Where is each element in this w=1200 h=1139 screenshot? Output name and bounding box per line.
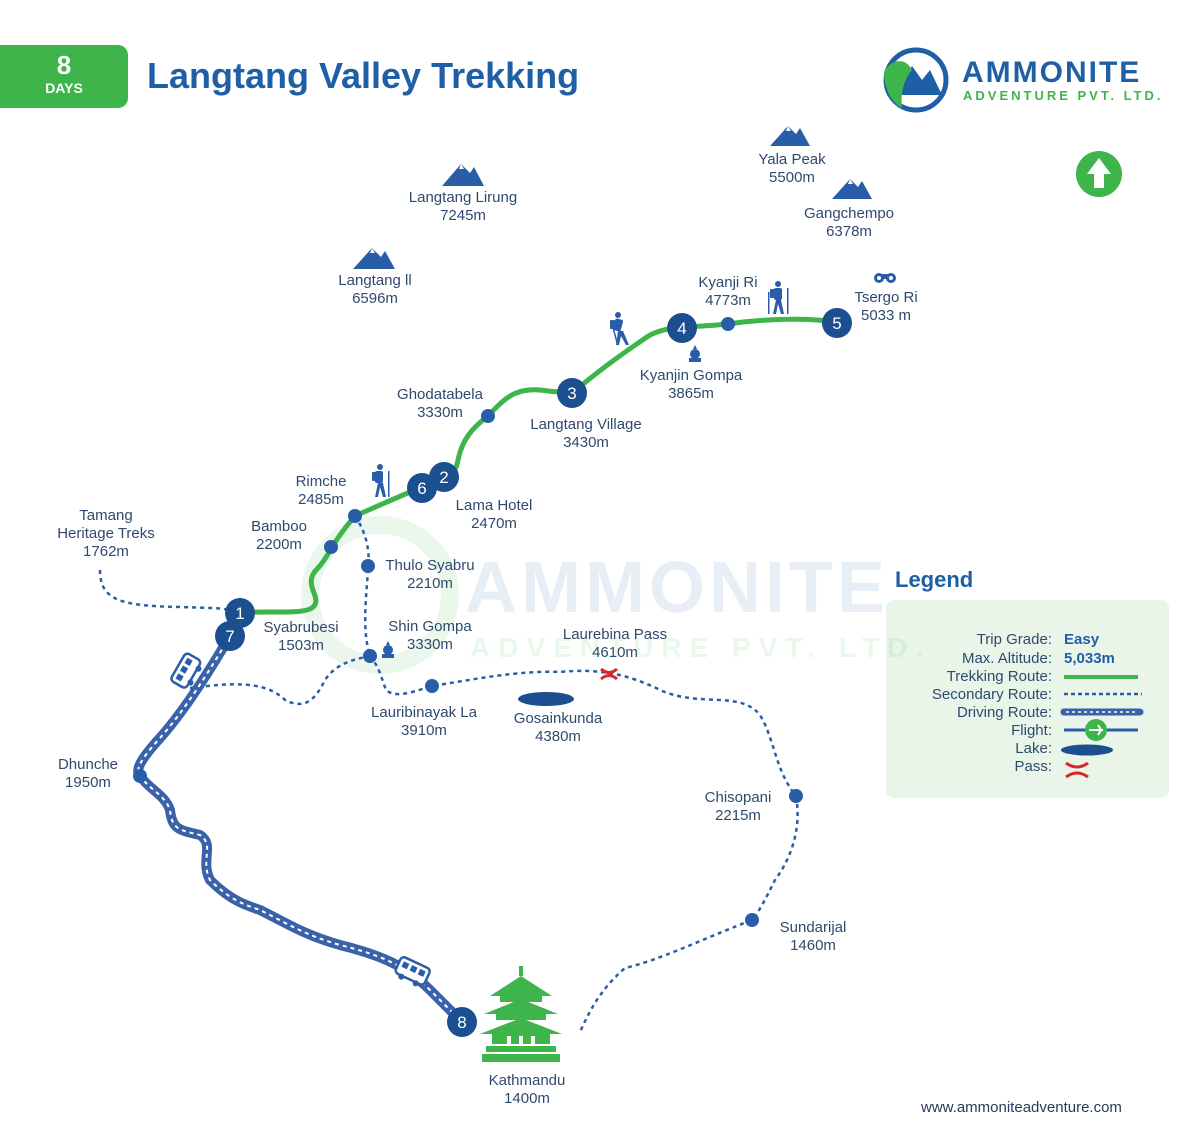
- legend-lake-icon: [1061, 744, 1113, 756]
- lauribinayak-dot: [425, 679, 439, 693]
- tamang-route: [98, 569, 241, 615]
- svg-text:2: 2: [439, 468, 448, 487]
- days-number: 8: [56, 50, 72, 80]
- legend-symbols: [1060, 675, 1144, 779]
- bamboo-dot: [324, 540, 338, 554]
- temple-icon: [480, 966, 562, 1062]
- day-marker-4: 4: [667, 313, 697, 343]
- gompa-icon-kyanjin: [689, 345, 701, 362]
- brand-subtitle: ADVENTURE PVT. LTD.: [963, 88, 1164, 103]
- ghodatabela-dot: [481, 409, 495, 423]
- dhunche-shin-route: [189, 654, 371, 706]
- day-marker-3: 3: [557, 378, 587, 408]
- watermark-name: AMMONITE: [465, 548, 889, 628]
- binoculars-icon: [874, 273, 896, 283]
- hiker-icon-1: [372, 464, 390, 497]
- svg-text:8: 8: [457, 1013, 466, 1032]
- mountain-icon-langtang2: [353, 248, 395, 269]
- hiker-icon-2: [610, 312, 629, 345]
- driving-route: [133, 631, 467, 1027]
- hiker-icon-3: [768, 281, 789, 314]
- legend-lake-label: Lake:: [1015, 740, 1052, 757]
- day-markers: 1 7 6 2 3 4 5 8: [215, 308, 852, 1037]
- bus-icon-1: [170, 652, 202, 689]
- watermark: AMMONITE ADVENTURE PVT. LTD.: [301, 516, 931, 674]
- page-title: Langtang Valley Trekking: [147, 55, 580, 96]
- gompa-icon-shin: [382, 641, 394, 658]
- legend-max-alt-label: Max. Altitude:: [961, 650, 1052, 667]
- days-badge: 8 DAYS: [0, 45, 128, 108]
- day-marker-5: 5: [822, 308, 852, 338]
- legend-title: Legend: [895, 567, 974, 592]
- gosainkunda-route: [369, 655, 797, 797]
- shin-dot: [363, 649, 377, 663]
- watermark-logo-icon: [301, 516, 459, 674]
- svg-text:5: 5: [832, 314, 841, 333]
- svg-text:1: 1: [235, 604, 244, 623]
- legend-trip-grade-label: Trip Grade:: [976, 631, 1052, 648]
- svg-text:3: 3: [567, 384, 576, 403]
- svg-text:7: 7: [225, 627, 234, 646]
- legend-trip-grade-value: Easy: [1064, 631, 1100, 648]
- kyanjiri-dot: [721, 317, 735, 331]
- rimche-dot: [348, 509, 362, 523]
- route-dots: [133, 317, 803, 927]
- legend-secondary-label: Secondary Route:: [931, 686, 1052, 703]
- website-link[interactable]: www.ammoniteadventure.com: [921, 1099, 1122, 1116]
- legend-driving-label: Driving Route:: [956, 704, 1052, 721]
- mountain-icon-gangchempo: [832, 179, 872, 199]
- legend-flight-label: Flight:: [1011, 722, 1052, 739]
- day-marker-2: 2: [429, 462, 459, 492]
- brand-name: AMMONITE: [962, 56, 1142, 89]
- legend-max-alt-value: 5,033m: [1064, 650, 1115, 667]
- chisopani-route: [578, 795, 799, 1033]
- days-label: DAYS: [45, 80, 83, 96]
- day-marker-8: 8: [447, 1007, 477, 1037]
- day-marker-7: 7: [215, 621, 245, 651]
- gosainkunda-lake-icon: [518, 692, 574, 706]
- svg-text:6: 6: [417, 479, 426, 498]
- logo-icon: [883, 47, 949, 113]
- bus-icon-2: [394, 956, 431, 987]
- mountain-icon-lirung: [442, 164, 484, 186]
- legend-pass-label: Pass:: [1014, 758, 1052, 775]
- pass-icon: [600, 667, 618, 681]
- day-marker-1: 1: [225, 598, 255, 628]
- chisopani-dot: [789, 789, 803, 803]
- legend-pass-icon: [1065, 761, 1089, 779]
- north-arrow-icon: [1076, 151, 1122, 197]
- svg-text:4: 4: [677, 319, 686, 338]
- sundarijal-dot: [745, 913, 759, 927]
- watermark-sub: ADVENTURE PVT. LTD.: [470, 632, 931, 663]
- mountain-icon-yala: [770, 126, 810, 146]
- legend-trekking-label: Trekking Route:: [946, 668, 1052, 685]
- thulo-dot: [361, 559, 375, 573]
- dhunche-dot: [133, 769, 147, 783]
